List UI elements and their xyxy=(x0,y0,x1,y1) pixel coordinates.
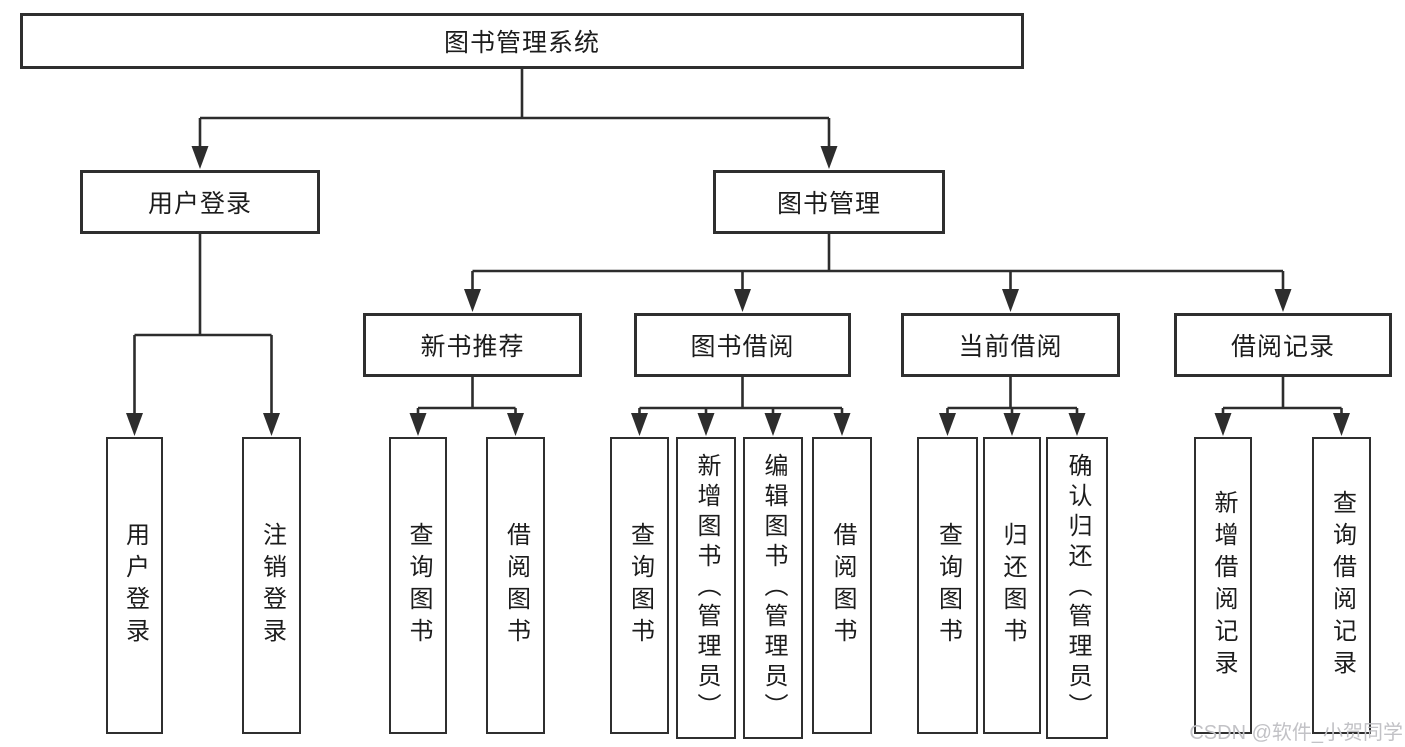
node-confirm-return-admin: 确认归还（管理员） xyxy=(1046,437,1108,739)
node-current-borrowing: 当前借阅 xyxy=(901,313,1120,377)
node-borrowing-records: 借阅记录 xyxy=(1174,313,1392,377)
node-edit-books-admin: 编辑图书（管理员） xyxy=(743,437,803,739)
connector-group-current-borrowing xyxy=(939,377,1086,436)
connector-group-new-book-recommendation xyxy=(409,377,524,436)
connector-group-root xyxy=(191,69,838,169)
node-add-books-admin: 新增图书（管理员） xyxy=(676,437,736,739)
node-borrow-books-recommend: 借阅图书 xyxy=(486,437,545,734)
node-user-login-leaf: 用户登录 xyxy=(106,437,163,734)
connector-group-borrowing-records xyxy=(1214,377,1350,436)
node-query-books-recommend: 查询图书 xyxy=(389,437,447,734)
connector-group-book-borrowing xyxy=(631,377,851,436)
node-library-management-system: 图书管理系统 xyxy=(20,13,1024,69)
node-query-books-borrowing: 查询图书 xyxy=(610,437,669,734)
node-return-books: 归还图书 xyxy=(983,437,1041,734)
node-new-book-recommendation: 新书推荐 xyxy=(363,313,582,377)
node-query-borrowing-record: 查询借阅记录 xyxy=(1312,437,1371,734)
node-logout: 注销登录 xyxy=(242,437,301,734)
node-book-borrowing: 图书借阅 xyxy=(634,313,851,377)
watermark-text: CSDN @软件_小贺同学 xyxy=(1189,722,1403,744)
node-query-books-current: 查询图书 xyxy=(917,437,978,734)
node-user-login: 用户登录 xyxy=(80,170,320,234)
connector-group-book-management xyxy=(464,234,1292,312)
node-add-borrowing-record: 新增借阅记录 xyxy=(1194,437,1252,734)
node-book-management: 图书管理 xyxy=(713,170,945,234)
connector-group-user-login xyxy=(126,234,280,436)
node-borrow-books-borrowing: 借阅图书 xyxy=(812,437,872,734)
